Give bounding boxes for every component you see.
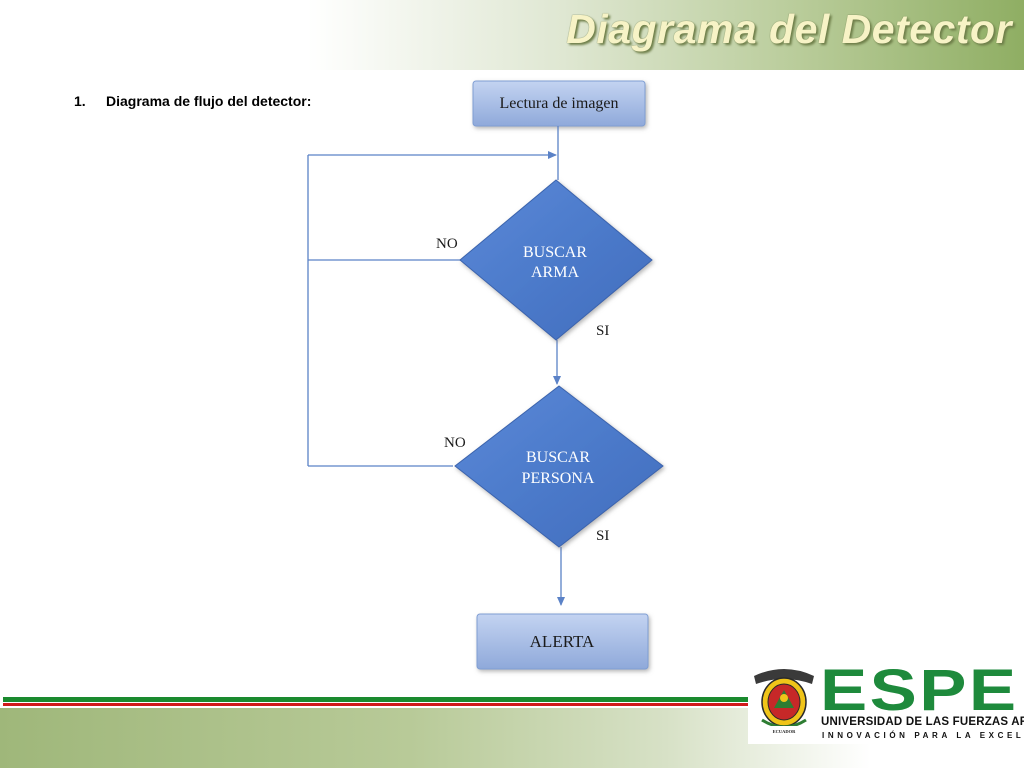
label-si-2: SI xyxy=(596,528,609,544)
section-heading: 1. Diagrama de flujo del detector: xyxy=(74,93,311,109)
end-node-label: ALERTA xyxy=(530,632,595,651)
decision-buscar-arma: BUSCAR ARMA xyxy=(459,179,653,341)
start-node: Lectura de imagen xyxy=(472,80,646,127)
end-node: ALERTA xyxy=(476,613,649,670)
label-si-1: SI xyxy=(596,323,609,339)
label-no-1: NO xyxy=(436,236,458,252)
espe-logo-text: ESPE xyxy=(820,658,1019,723)
decision-buscar-persona: BUSCAR PERSONA xyxy=(454,385,664,548)
footer-stripe-red xyxy=(3,703,748,706)
crest-text: ECUADOR xyxy=(773,729,797,734)
section-number: 1. xyxy=(74,93,86,109)
university-tagline: INNOVACIÓN PARA LA EXCELENCIA xyxy=(822,731,1024,740)
section-heading-text: Diagrama de flujo del detector: xyxy=(106,93,312,109)
slide-title: Diagrama del Detector xyxy=(566,6,1012,52)
footer-stripe-green xyxy=(3,697,748,702)
header-band xyxy=(0,0,1024,70)
university-name: UNIVERSIDAD DE LAS FUERZAS ARMADAS xyxy=(821,716,1024,728)
flowchart: Lectura de imagen BUSCAR ARMA BUSCAR PER… xyxy=(307,80,664,670)
decision1-line2: ARMA xyxy=(531,264,579,281)
start-node-label: Lectura de imagen xyxy=(499,95,618,112)
decision2-line2: PERSONA xyxy=(522,470,595,487)
crest-icon: ECUADOR xyxy=(754,669,814,735)
label-no-2: NO xyxy=(444,435,466,451)
decision1-line1: BUSCAR xyxy=(523,244,587,261)
decision2-line1: BUSCAR xyxy=(526,449,590,466)
